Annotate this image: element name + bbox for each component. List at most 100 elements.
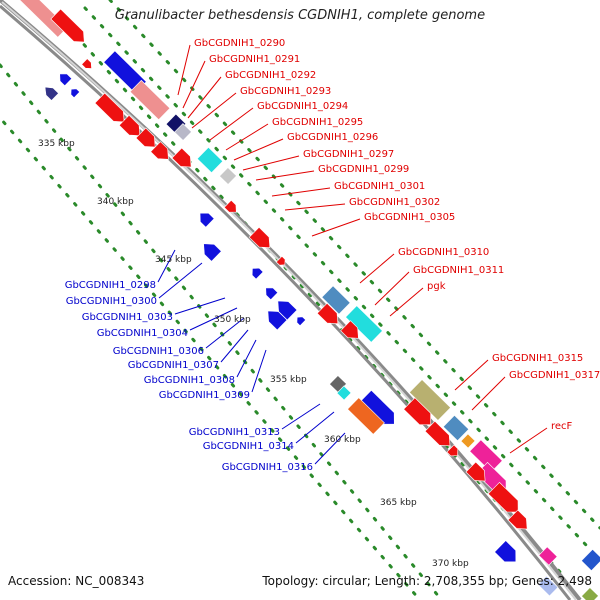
leader-line-rev — [189, 307, 238, 331]
reverse-gene-label: GbCGDNIH1_0306 — [113, 346, 204, 357]
gene-blue-rev-5 — [251, 267, 264, 280]
leader-line-fwd — [311, 218, 361, 237]
leader-line-rev — [295, 411, 335, 444]
leader-line-rev — [157, 249, 176, 283]
leader-line-fwd — [359, 253, 395, 284]
gene-red-15 — [487, 481, 519, 513]
forward-gene-label: GbCGDNIH1_0310 — [398, 247, 489, 258]
gene-olive-1 — [408, 379, 452, 421]
leader-line-rev — [251, 349, 267, 393]
leader-line-fwd — [191, 92, 237, 129]
reverse-gene-label: GbCGDNIH1_0309 — [159, 390, 250, 401]
reverse-gene-label: GbCGDNIH1_0308 — [144, 375, 235, 386]
gene-red-4 — [150, 141, 169, 160]
gene-red-9 — [316, 302, 339, 325]
gene-red-1 — [94, 92, 125, 123]
forward-gene-label: pgk — [427, 281, 446, 292]
kbp-scale-label: 360 kbp — [324, 435, 361, 445]
gene-pink-3 — [538, 546, 558, 566]
gene-lightblue-edge — [537, 575, 559, 597]
forward-gene-label: GbCGDNIH1_0296 — [287, 132, 378, 143]
leader-line-rev — [220, 329, 249, 363]
gene-red-5 — [171, 147, 192, 168]
kbp-scale-label: 370 kbp — [432, 559, 469, 569]
leader-line-fwd — [374, 271, 410, 306]
reverse-gene-label: GbCGDNIH1_0298 — [65, 280, 156, 291]
kbp-scale-label: 350 kbp — [214, 315, 251, 325]
tick-track-1 — [0, 63, 442, 600]
forward-gene-label: GbCGDNIH1_0293 — [240, 86, 331, 97]
leader-line-fwd — [177, 44, 191, 96]
gene-blue-fwd-2 — [494, 540, 517, 563]
leader-line-rev — [281, 403, 321, 430]
leader-line-fwd — [209, 107, 254, 141]
gene-block-grey — [174, 123, 192, 141]
reverse-gene-label: GbCGDNIH1_0314 — [203, 441, 294, 452]
leader-line-rev — [158, 262, 203, 299]
gene-red-6 — [223, 199, 237, 213]
gene-cyan-1 — [196, 146, 224, 174]
forward-gene-label: GbCGDNIH1_0291 — [209, 54, 300, 65]
gene-red-16 — [507, 509, 528, 530]
genome-title: Granulibacter bethesdensis CGDNIH1, comp… — [114, 8, 486, 23]
gene-red-10 — [340, 320, 359, 339]
gene-block-salmon-1 — [129, 79, 171, 121]
gene-blue-edge — [580, 548, 600, 572]
gene-blue-fwd-1 — [359, 389, 395, 425]
forward-gene-label: GbCGDNIH1_0301 — [334, 181, 425, 192]
gene-red-14 — [465, 461, 486, 482]
leader-line-rev — [205, 317, 245, 349]
leader-line-fwd — [242, 155, 300, 171]
gene-blue-rev-6 — [265, 287, 279, 301]
gene-blue-rev-9 — [296, 316, 307, 327]
gene-red-13 — [446, 444, 459, 457]
gene-blue-rev-3 — [199, 212, 215, 228]
forward-gene-label: GbCGDNIH1_0292 — [225, 70, 316, 81]
gene-red-7 — [248, 226, 271, 249]
tick-track-2 — [58, 16, 562, 574]
kbp-scale-label: 340 kbp — [97, 197, 134, 207]
kbp-scale-label: 355 kbp — [270, 375, 307, 385]
tick-track-5 — [108, 0, 600, 530]
gene-blue-rev-2 — [70, 88, 81, 99]
gene-cyan-2 — [345, 305, 383, 343]
forward-gene-label: GbCGDNIH1_0295 — [272, 117, 363, 128]
topology-stats-text: Topology: circular; Length: 2,708,355 bp… — [262, 574, 592, 588]
forward-gene-label: GbCGDNIH1_0302 — [349, 197, 440, 208]
leader-line-rev — [236, 339, 257, 378]
reverse-gene-label: GbCGDNIH1_0316 — [222, 462, 313, 473]
reverse-gene-label: GbCGDNIH1_0307 — [128, 360, 219, 371]
gene-red-12 — [424, 420, 451, 447]
leader-line-rev — [314, 432, 346, 465]
reverse-gene-label: GbCGDNIH1_0304 — [97, 328, 188, 339]
forward-gene-label: GbCGDNIH1_0297 — [303, 149, 394, 160]
gene-steel-1 — [321, 285, 351, 315]
tick-track-3 — [83, 6, 600, 562]
gene-blue-rev-4 — [203, 243, 222, 262]
leader-line-fwd — [271, 187, 331, 197]
gene-grey-2 — [219, 167, 237, 185]
gene-navy-rev — [44, 86, 59, 101]
gene-block-top-red — [50, 8, 85, 43]
gene-block-top-salmon — [15, 0, 69, 38]
gene-blue-rev-1 — [59, 73, 73, 87]
kbp-scale-label: 365 kbp — [380, 498, 417, 508]
forward-gene-label: GbCGDNIH1_0315 — [492, 353, 583, 364]
forward-gene-label: GbCGDNIH1_0299 — [318, 164, 409, 175]
forward-gene-label: GbCGDNIH1_0294 — [257, 101, 348, 112]
gene-steel-2 — [442, 414, 470, 442]
forward-gene-label: GbCGDNIH1_0305 — [364, 212, 455, 223]
leader-line-fwd — [389, 287, 424, 317]
leader-line-fwd — [255, 170, 315, 181]
gene-red-3 — [135, 127, 156, 148]
gene-orange-2 — [460, 433, 476, 449]
forward-gene-label: GbCGDNIH1_0317 — [509, 370, 600, 381]
leader-line-fwd — [187, 76, 222, 119]
gene-blue-rev-8 — [267, 310, 288, 331]
reverse-gene-label: GbCGDNIH1_0313 — [189, 427, 280, 438]
gene-blue-rev-7 — [277, 300, 298, 321]
leader-line-fwd — [233, 138, 284, 161]
backbone-highlight — [1, 1, 577, 600]
